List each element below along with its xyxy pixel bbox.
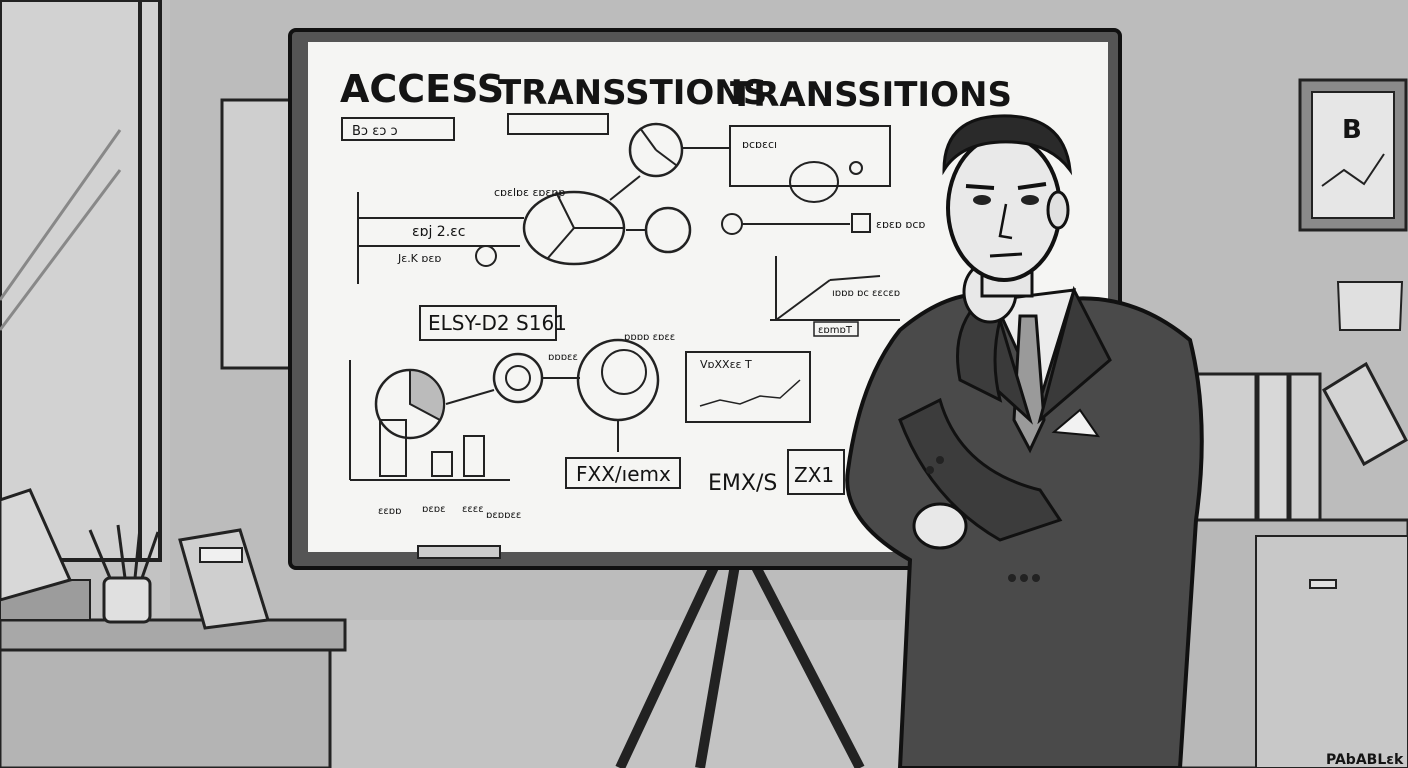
axis-label-3: ɛɛɛɛ (462, 504, 484, 515)
chart-label-top: ɒcɒɛcı (742, 138, 777, 151)
formula-b: EMX/S (708, 471, 777, 496)
frame-letter: B (1342, 115, 1362, 145)
small-label-5: ıɒɒɒ ɒc ɛɛcɛɒ (832, 288, 900, 299)
axis-label-4: ɒɛɒɒɛɛ (486, 510, 521, 521)
formula-label: ELSY-D2 S161 (428, 311, 567, 335)
formula-c: ZX1 (794, 463, 834, 487)
marker-tray (417, 545, 501, 559)
box-label-top: Bɔ ɛɔ ɔ (352, 124, 398, 139)
small-label-1: cɒɛlɒɛ ɛɒɛɒp (494, 186, 565, 199)
small-label-7: ɒɒɒɛɛ (548, 352, 578, 363)
wall-note (1336, 281, 1404, 331)
wall-poster (220, 98, 294, 370)
board-title-2: TRANSSTIONS (498, 73, 767, 113)
small-label-3: Jɛ.K ɒɛɒ (397, 252, 441, 265)
axis-label-2: ɒɛɒɛ (422, 504, 446, 515)
formula-a: FXX/ıemx (576, 462, 671, 486)
wall-frame: B (1298, 78, 1408, 232)
axis-label-1: ɛɛɒɒ (378, 506, 402, 517)
small-label-2: ɛɒj 2.ɛc (412, 224, 465, 240)
artist-signature: PAbABLɛk (1326, 752, 1404, 768)
businessman (845, 114, 1204, 768)
window (0, 0, 162, 562)
board-title-3: TRANSSITIONS (730, 75, 1012, 115)
board-title-1: ACCESS (340, 67, 504, 111)
small-label-9: VɒXXɛɛ T (700, 358, 752, 371)
small-label-8: ɒɒɒɒ ɛɒɛɛ (624, 332, 675, 343)
pencil-cup (102, 576, 152, 624)
small-label-6: ɛɒmɒT (818, 325, 853, 336)
cabinet-right (1178, 361, 1408, 768)
small-label-4: ɛɒɛɒ ɒcɒ (876, 218, 925, 231)
easel (615, 562, 865, 768)
calculator (178, 528, 270, 630)
desk-left (0, 488, 347, 768)
